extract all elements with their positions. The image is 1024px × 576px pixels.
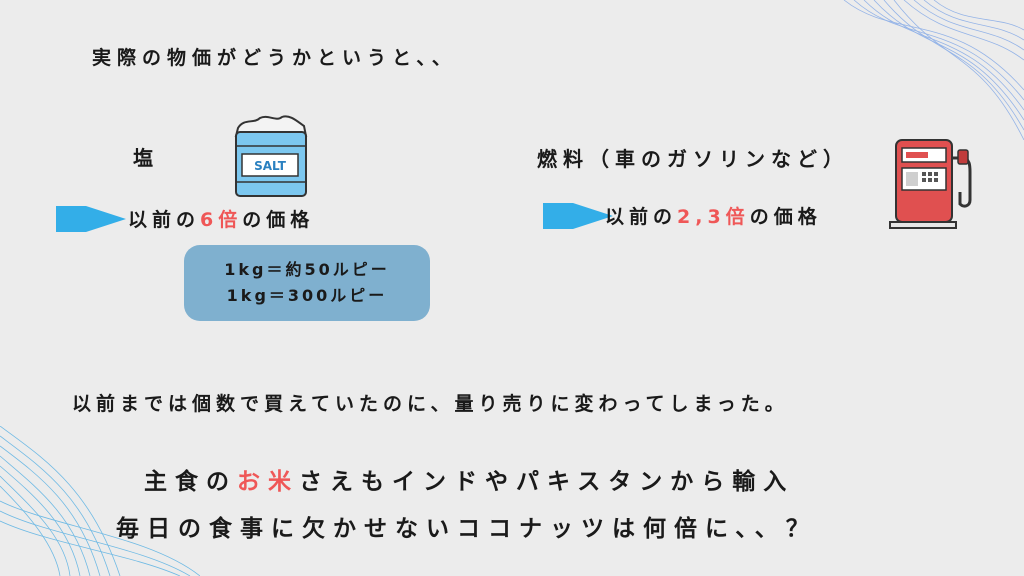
fuel-price-comparison: 以前の2,3倍の価格 [605, 202, 822, 229]
salt-compare-prefix: 以前の [128, 209, 201, 231]
salt-compare-value: 6倍 [200, 209, 243, 231]
fuel-compare-suffix: の価格 [749, 206, 822, 228]
salt-bag-text: SALT [254, 159, 287, 173]
salt-price-box: 1kg＝約50ルピー 1kg＝300ルピー [184, 245, 430, 321]
rice-line-prefix: 主食の [144, 469, 237, 495]
gas-pump-icon [889, 139, 972, 229]
decorative-wave-top-right [843, 0, 1024, 140]
fuel-compare-prefix: 以前の [605, 206, 678, 228]
salt-bag-icon: SALT [234, 115, 308, 197]
coconut-question-line: 毎日の食事に欠かせないココナッツは何倍に、、？ [116, 516, 817, 542]
decorative-wave-bottom-left [0, 426, 200, 576]
salt-label: 塩 [133, 146, 159, 170]
arrow-icon [56, 206, 126, 232]
rice-import-line: 主食のお米さえもインドやパキスタンから輸入 [144, 462, 794, 496]
fuel-label: 燃料（車のガソリンなど） [537, 147, 849, 171]
arrow-icon [543, 203, 613, 229]
rice-highlight: お米 [237, 469, 299, 495]
page-heading: 実際の物価がどうかというと、、 [92, 47, 457, 69]
change-sentence: 以前までは個数で買えていたのに、量り売りに変わってしまった。 [72, 393, 789, 415]
rice-line-suffix: さえもインドやパキスタンから輸入 [299, 469, 795, 495]
salt-price-before: 1kg＝約50ルピー [224, 260, 390, 279]
salt-compare-suffix: の価格 [242, 209, 315, 231]
fuel-compare-value: 2,3倍 [677, 206, 750, 228]
salt-price-now: 1kg＝300ルピー [226, 286, 388, 305]
salt-price-comparison: 以前の6倍の価格 [128, 205, 314, 232]
